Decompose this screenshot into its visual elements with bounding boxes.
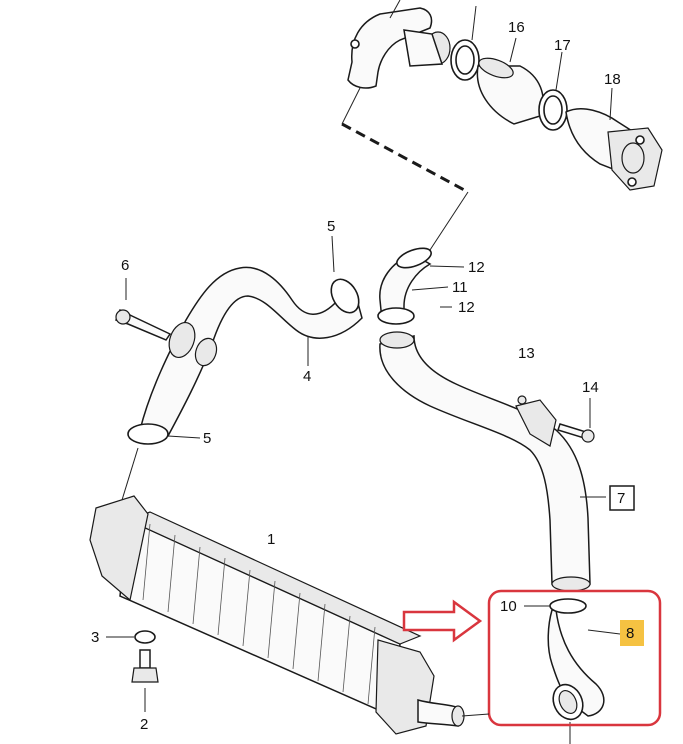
upper-elbow-bolt	[350, 39, 360, 49]
hose-11	[379, 253, 432, 321]
clamp-15-inner	[455, 45, 475, 75]
bracket-14	[515, 399, 557, 447]
callout-2: 2	[140, 716, 148, 733]
bolt-2-head	[131, 667, 159, 683]
bolt-14-head	[581, 429, 595, 443]
pipe-7-assembly	[377, 247, 595, 592]
hose-4-junction	[168, 321, 196, 359]
callout-16: 16	[508, 19, 525, 36]
highlight-box	[487, 589, 662, 727]
flange-hole-b	[627, 177, 637, 187]
clamp-12-upper	[396, 247, 432, 269]
leader-lines	[106, 0, 621, 717]
hose-4-bulge	[194, 337, 218, 367]
callout-7: 7	[617, 490, 625, 507]
pipe-13	[379, 335, 591, 585]
clamp-17-inner	[543, 95, 563, 125]
callout-17: 17	[554, 37, 571, 54]
part-8-badge	[620, 620, 644, 646]
left-end-tank	[89, 495, 149, 602]
callout-12-lower: 12	[458, 299, 475, 316]
callout-8: 8	[626, 625, 634, 642]
pipe-13-stud	[517, 395, 527, 405]
clamp-12-lower	[377, 307, 415, 325]
callout-5-upper: 5	[327, 218, 335, 235]
pipe-18-bore	[621, 142, 645, 174]
callout-13: 13	[518, 345, 535, 362]
top-assembly	[341, 7, 663, 251]
callout-1: 1	[267, 531, 275, 548]
upper-elbow-neck	[403, 29, 444, 67]
callout-11: 11	[452, 279, 468, 296]
callout-3: 3	[91, 629, 99, 646]
flange-hole-a	[635, 135, 645, 145]
clamp-10	[549, 598, 587, 614]
hose-4-assembly	[115, 266, 363, 445]
pipe-7-bottom-end	[551, 576, 591, 592]
clamp-5-upper	[330, 278, 360, 314]
pointer-arrow	[402, 599, 483, 643]
pipe-13-top-end	[379, 331, 415, 349]
intercooler-fins	[142, 523, 376, 705]
bolt-2-shank	[139, 649, 151, 669]
hose-8-lower-bore	[558, 690, 578, 714]
clamp-5-lower	[127, 423, 169, 445]
bolt-2-washer-3	[131, 630, 159, 712]
callout-5-lower: 5	[203, 430, 211, 447]
callout-6: 6	[121, 257, 129, 274]
hose-8-assembly	[547, 598, 605, 744]
washer-3	[134, 630, 156, 644]
bolt-6-head	[115, 309, 131, 325]
callout-4: 4	[303, 368, 311, 385]
callout-18: 18	[604, 71, 621, 88]
callout-14: 14	[582, 379, 599, 396]
callout-10: 10	[500, 598, 517, 615]
dashed-connector	[341, 122, 469, 194]
intercooler-1	[89, 447, 465, 735]
hose-16-end	[478, 57, 514, 79]
callout-labels: 1 2 3 4 5 5 6 7 8 10 11 12 12 13 14 16 1…	[91, 19, 634, 733]
callout-12-upper: 12	[468, 259, 485, 276]
part-7-box	[609, 485, 635, 511]
